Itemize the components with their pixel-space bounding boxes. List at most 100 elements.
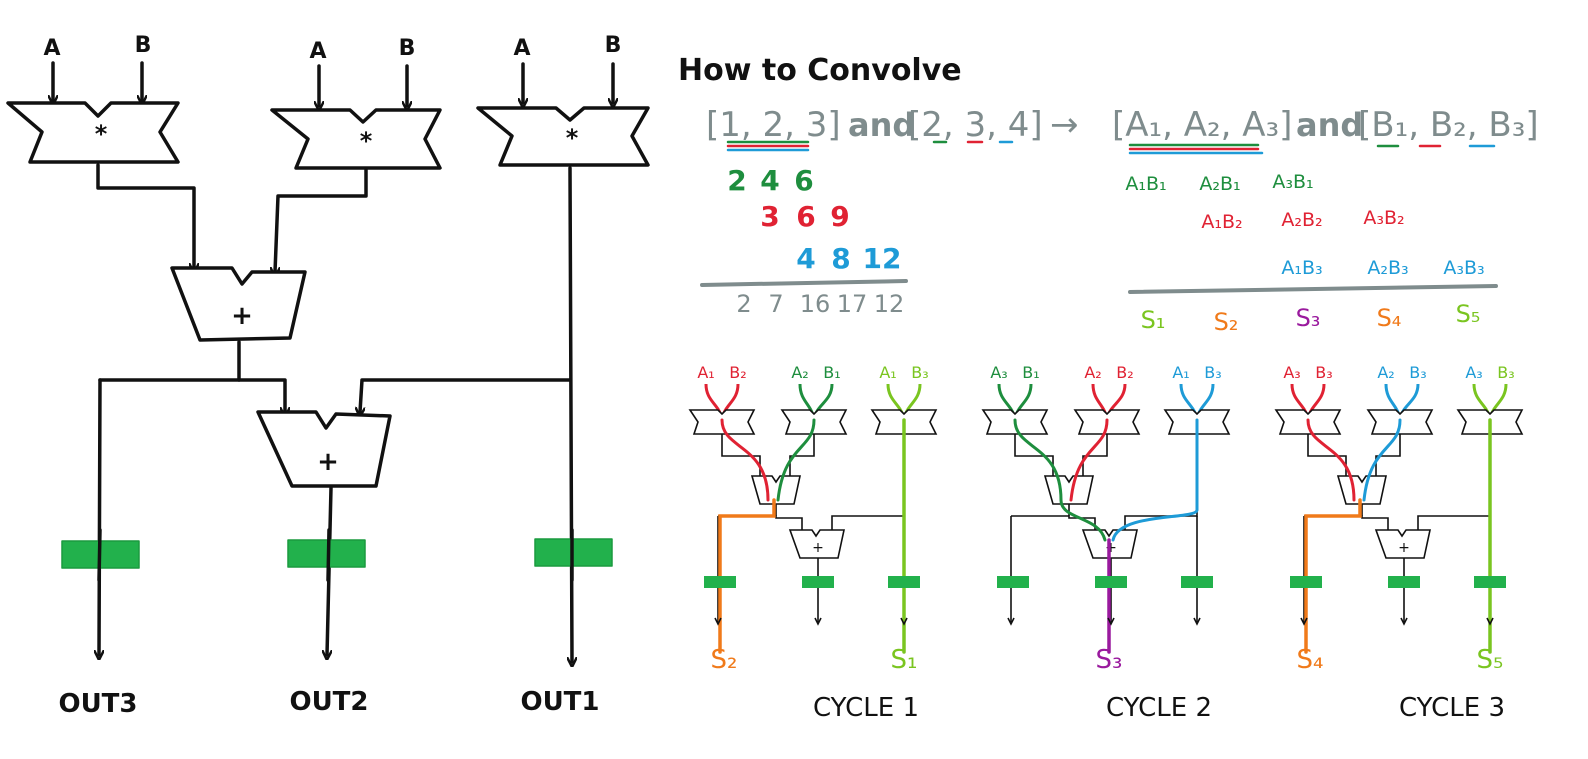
num-row1-col3: 6 (794, 164, 813, 197)
num-result-5: 12 (874, 290, 905, 318)
adder-1: + (170, 266, 307, 342)
cycle-input-label: A₁ (1172, 363, 1189, 382)
numeric-sum-line (700, 279, 908, 287)
multiplier-shape (270, 108, 442, 170)
num-row3-col1: 4 (796, 242, 815, 275)
eq-seq-numeric-2: [2, 3, 4] (908, 105, 1043, 145)
cycle-flow-path (720, 418, 770, 502)
cycle-flow-path (1013, 418, 1063, 502)
mult-symbol: * (95, 120, 108, 148)
main-circuit: A B * A B * A B * (6, 33, 650, 719)
convolve-explanation: How to Convolve [1, 2, 3] and [2, 3, 4] … (678, 53, 1539, 336)
convolve-title: How to Convolve (678, 53, 962, 88)
cycle-output-label: S₁ (891, 645, 918, 675)
sym-row1-col2: A₂B₁ (1199, 173, 1240, 195)
cycle-input-label: B₂ (1116, 363, 1133, 382)
eq-seq-symbolic-a: [A₁, A₂, A₃] (1112, 105, 1292, 145)
cycle-flow-path (1059, 498, 1107, 542)
cycle-adder (750, 475, 801, 505)
symbolic-products: A₁B₁ A₂B₁ A₃B₁ A₁B₂ A₂B₂ A₃B₂ A₁B₃ A₂B₃ … (1125, 171, 1484, 279)
cycle-output-arrow (1193, 617, 1201, 626)
cycle-wire (1417, 434, 1491, 530)
sym-row2-col1: A₁B₂ (1201, 211, 1242, 233)
input-b-label: B (605, 33, 622, 58)
symbolic-result: S₁ S₂ S₃ S₄ S₅ (1141, 300, 1481, 336)
cycle-register (1181, 576, 1213, 588)
sym-row3-col3: A₃B₃ (1443, 257, 1484, 279)
cycle-input-label: B₃ (1497, 363, 1514, 382)
add-symbol: + (317, 447, 339, 477)
output-label-out2: OUT2 (289, 687, 368, 717)
sym-result-s4: S₄ (1377, 304, 1402, 332)
input-a-label: A (43, 36, 60, 61)
num-result-4: 17 (837, 290, 868, 318)
cycle-output-label: S₅ (1477, 645, 1504, 675)
sym-row1-col1: A₁B₁ (1125, 173, 1166, 195)
cycle-wire (1014, 434, 1054, 476)
cycle-add-symbol: + (1105, 540, 1117, 556)
sym-result-s1: S₁ (1141, 306, 1166, 334)
sym-result-s2: S₂ (1214, 308, 1239, 336)
cycle-input-label: A₁ (697, 363, 714, 382)
cycle-flow-path (1069, 418, 1109, 502)
cycle-label: CYCLE 3 (1399, 693, 1505, 723)
multiplier-2: A B * (270, 36, 442, 170)
cycle-flow-path (1306, 418, 1356, 502)
num-result-1: 2 (736, 290, 751, 318)
cycle-output-arrow (1107, 617, 1115, 626)
input-b-label: B (399, 36, 416, 61)
cycle-input-label: B₃ (1409, 363, 1426, 382)
cycle-label: CYCLE 2 (1106, 693, 1212, 723)
num-row3-col3: 12 (863, 242, 902, 275)
cycle-wire (718, 515, 803, 530)
input-b-label: B (135, 33, 152, 58)
multiplier-3: A B * (476, 33, 650, 167)
cycle-wire (721, 434, 761, 476)
sym-result-s5: S₅ (1456, 300, 1481, 328)
cycle-input-label: A₂ (1084, 363, 1101, 382)
cycle-add-symbol: + (1398, 540, 1410, 556)
cycle-label: CYCLE 1 (813, 693, 919, 723)
eq-and-1: and (848, 106, 915, 144)
cycle-wire (1304, 515, 1389, 530)
cycle-output-arrow (1300, 617, 1308, 626)
output-label-out1: OUT1 (520, 687, 599, 717)
cycle-register (1290, 576, 1322, 588)
symbolic-sum-line (1128, 284, 1498, 294)
cycle-adder (1043, 475, 1094, 505)
input-a-label: A (309, 39, 326, 64)
cycle-wire (1082, 434, 1108, 476)
cycle-register (802, 576, 834, 588)
multiplier-shape (6, 101, 180, 164)
cycle-input-label: B₁ (823, 363, 840, 382)
cycle-input-label: A₂ (1377, 363, 1394, 382)
cycle-register (1388, 576, 1420, 588)
num-row2-col1: 3 (760, 200, 779, 233)
cycle-wire (1011, 515, 1096, 530)
cycle-flow-path (1111, 418, 1199, 542)
sym-row3-col1: A₁B₃ (1281, 257, 1322, 279)
eq-and-2: and (1296, 106, 1363, 144)
cycle-output-arrow (1486, 617, 1494, 626)
input-a-label: A (513, 36, 530, 61)
cycle-output-label: S₄ (1297, 645, 1324, 675)
numeric-result: 2 7 16 17 12 (736, 290, 904, 318)
eq-underlines (726, 140, 1496, 155)
cycle-register (1095, 576, 1127, 588)
output-label-out3: OUT3 (58, 689, 137, 719)
cycle-input-label: A₃ (1283, 363, 1300, 382)
cycle-wire (789, 434, 815, 476)
cycle-adder (1336, 475, 1387, 505)
mult-symbol: * (566, 124, 579, 152)
cycle-input-label: A₁ (879, 363, 896, 382)
eq-seq-numeric-1: [1, 2, 3] (706, 105, 841, 145)
numeric-products: 2 4 6 3 6 9 4 8 12 (727, 164, 901, 275)
multiplier-shape (476, 106, 650, 167)
cycle-output-arrow (714, 617, 722, 626)
cycle-output-label: S₃ (1096, 645, 1123, 675)
num-row1-col2: 4 (760, 164, 779, 197)
sym-row1-col3: A₃B₁ (1272, 171, 1313, 193)
